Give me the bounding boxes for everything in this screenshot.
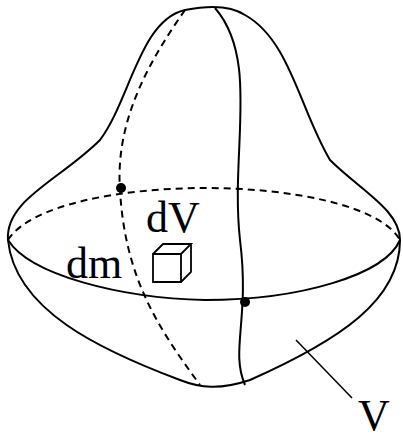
body-outline <box>8 7 400 387</box>
meridian-front <box>215 8 245 385</box>
leader-line <box>296 340 352 398</box>
meridian-back <box>120 10 200 385</box>
mass-element-label: dm <box>66 242 122 286</box>
dot <box>240 297 250 307</box>
equator-back <box>8 188 400 240</box>
equator-front <box>8 240 400 300</box>
volume-label: V <box>358 394 390 438</box>
dot <box>116 183 126 193</box>
volume-element-label: dV <box>146 196 200 240</box>
volume-element-cube <box>153 244 191 282</box>
